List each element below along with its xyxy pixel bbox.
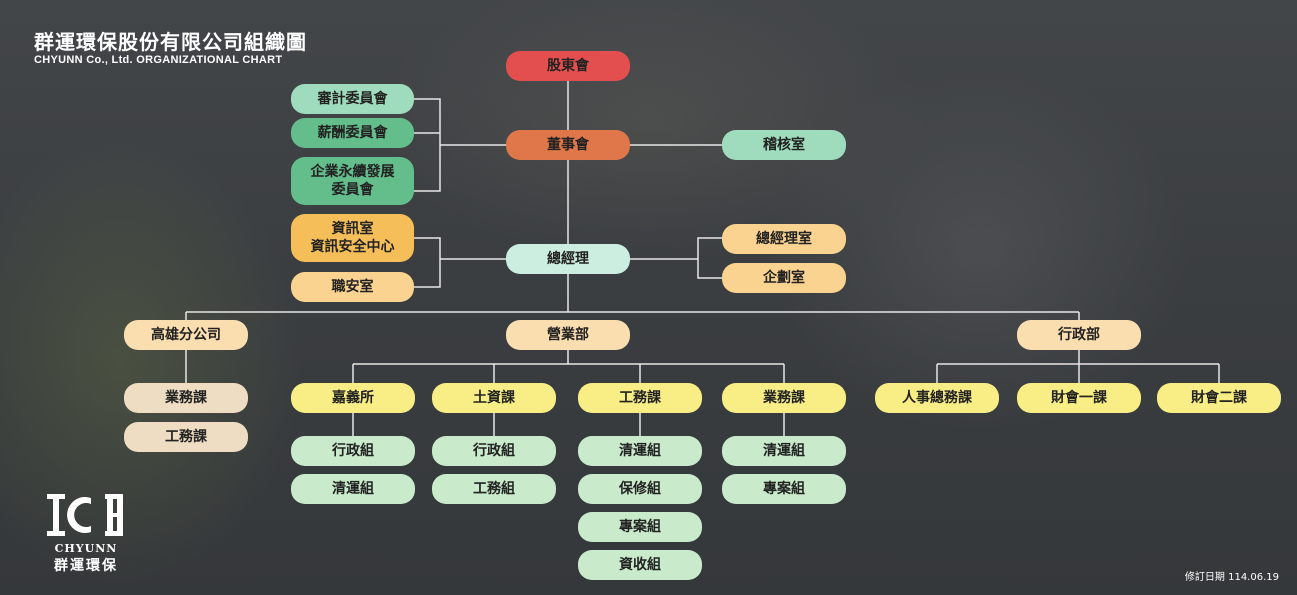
node-biz-cleaning: 清運組	[722, 436, 846, 466]
node-business: 業務課	[722, 383, 846, 413]
node-shareholders: 股東會	[506, 51, 630, 81]
node-soil-admin: 行政組	[432, 436, 556, 466]
node-chiayi-admin: 行政組	[291, 436, 415, 466]
node-sustainability-committee: 企業永續發展 委員會	[291, 157, 414, 205]
company-logo: CHYUNN 群運環保	[36, 490, 136, 575]
node-kaohsiung-branch: 高雄分公司	[124, 320, 248, 350]
logo-mark-icon	[47, 494, 123, 536]
node-planning-office: 企劃室	[722, 263, 846, 293]
node-admin-dept: 行政部	[1017, 320, 1141, 350]
node-engineering: 工務課	[578, 383, 702, 413]
node-kh-engineering-section: 工務課	[124, 422, 248, 452]
node-gm-office: 總經理室	[722, 224, 846, 254]
node-it-office: 資訊室 資訊安全中心	[291, 214, 414, 262]
node-safety-office: 職安室	[291, 272, 414, 302]
node-soil: 土資課	[432, 383, 556, 413]
node-eng-project: 專案組	[578, 512, 702, 542]
node-remuneration-committee: 薪酬委員會	[291, 118, 414, 148]
node-chiayi: 嘉義所	[291, 383, 415, 413]
node-biz-project: 專案組	[722, 474, 846, 504]
node-eng-recycling: 資收組	[578, 550, 702, 580]
page-subtitle: CHYUNN Co., Ltd. ORGANIZATIONAL CHART	[34, 54, 283, 66]
node-chiayi-cleaning: 清運組	[291, 474, 415, 504]
node-soil-engineering: 工務組	[432, 474, 556, 504]
node-general-manager: 總經理	[506, 244, 630, 274]
node-kh-business-section: 業務課	[124, 383, 248, 413]
node-finance1: 財會一課	[1017, 383, 1141, 413]
logo-chinese-name: 群運環保	[54, 558, 118, 574]
node-eng-maintenance: 保修組	[578, 474, 702, 504]
node-hr-section: 人事總務課	[875, 383, 999, 413]
node-audit-committee: 審計委員會	[291, 84, 414, 114]
node-board: 董事會	[506, 130, 630, 160]
node-finance2: 財會二課	[1157, 383, 1281, 413]
node-eng-cleaning: 清運組	[578, 436, 702, 466]
revision-date: 修訂日期 114.06.19	[1184, 572, 1279, 583]
node-business-dept: 營業部	[506, 320, 630, 350]
logo-english-name: CHYUNN	[54, 542, 118, 555]
page-title: 群運環保股份有限公司組織圖	[34, 30, 307, 54]
node-audit-office: 稽核室	[722, 130, 846, 160]
